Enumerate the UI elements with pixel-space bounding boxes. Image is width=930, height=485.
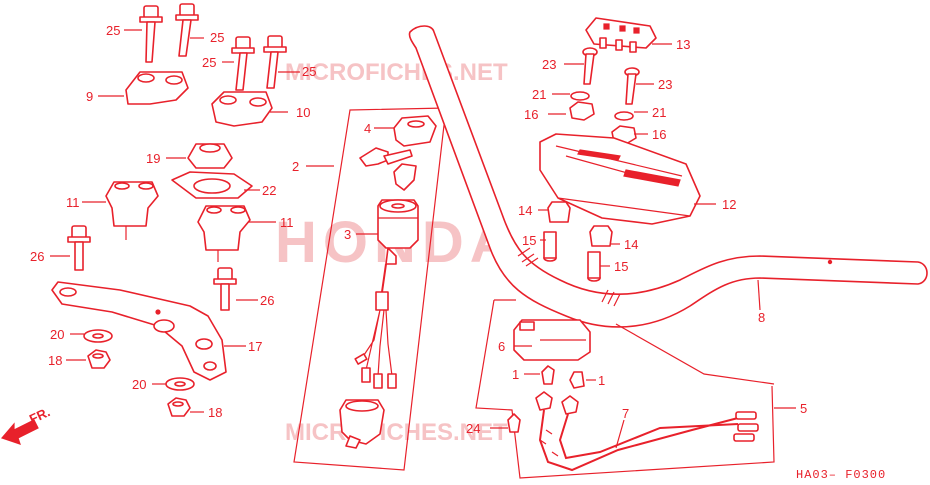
bolt-25-b xyxy=(175,3,199,57)
callout-18-b: 18 xyxy=(208,405,222,420)
callout-24: 24 xyxy=(466,421,480,436)
callout-18-a: 18 xyxy=(48,353,62,368)
callout-9: 9 xyxy=(86,89,93,104)
bolt-25-d xyxy=(263,35,287,89)
callout-11-a: 11 xyxy=(66,195,80,210)
wire-kit-outline-5 xyxy=(475,299,775,479)
front-arrow-icon xyxy=(0,419,39,445)
nut-18-b xyxy=(167,397,191,417)
washer-21-b xyxy=(614,111,634,121)
clamp-13 xyxy=(585,17,657,53)
nut-18-a xyxy=(87,349,111,369)
grommet-14-a xyxy=(547,201,571,223)
watermark-top: MICROFICHES.NET xyxy=(285,59,508,86)
callout-16-b: 16 xyxy=(652,127,666,142)
callout-10: 10 xyxy=(296,105,310,120)
callout-14-b: 14 xyxy=(624,237,638,252)
callout-1-a: 1 xyxy=(512,367,519,382)
callout-11-b: 11 xyxy=(280,215,294,230)
watermark-bottom: MICROFICHES.NET xyxy=(285,419,508,446)
callout-25-d: 25 xyxy=(302,64,316,79)
washer-20-b xyxy=(165,377,195,391)
relay-6 xyxy=(513,319,591,361)
callout-25-a: 25 xyxy=(106,23,120,38)
handlebar-8 xyxy=(408,25,928,328)
callout-21-b: 21 xyxy=(652,105,666,120)
callout-23-a: 23 xyxy=(542,57,556,72)
socket-harness-7 xyxy=(535,391,759,472)
collar-15-b xyxy=(587,251,601,282)
callout-1-b: 1 xyxy=(598,373,605,388)
ignition-kit-outline-2 xyxy=(293,107,447,471)
callout-6: 6 xyxy=(498,339,505,354)
lower-holder-11-b xyxy=(197,205,251,262)
handlebar-bracket-17 xyxy=(51,281,227,381)
washer-20-a xyxy=(83,329,113,343)
callout-15-b: 15 xyxy=(614,259,628,274)
callout-14-a: 14 xyxy=(518,203,532,218)
nut-16-a xyxy=(569,101,595,121)
callout-19: 19 xyxy=(146,151,160,166)
instrument-housing-12 xyxy=(539,133,701,225)
callout-21-a: 21 xyxy=(532,87,546,102)
callout-17: 17 xyxy=(248,339,262,354)
grommet-14-b xyxy=(589,225,613,247)
front-marker-label: FR. xyxy=(27,404,52,426)
plate-22 xyxy=(171,171,253,199)
upper-holder-9 xyxy=(125,71,189,105)
callout-15-a: 15 xyxy=(522,233,536,248)
bolt-25-a xyxy=(139,5,163,63)
washer-21-a xyxy=(570,91,590,101)
callout-26-b: 26 xyxy=(260,293,274,308)
screw-24 xyxy=(507,413,521,433)
callout-4: 4 xyxy=(364,121,371,136)
key-icon xyxy=(359,147,417,191)
callout-20-b: 20 xyxy=(132,377,146,392)
callout-2: 2 xyxy=(292,159,299,174)
bolt-26-b xyxy=(213,267,237,311)
lower-holder-11-a xyxy=(105,181,159,240)
callout-16-a: 16 xyxy=(524,107,538,122)
bolt-23-b xyxy=(624,67,640,105)
leader-lines xyxy=(50,29,796,449)
collar-15-a xyxy=(543,231,557,262)
upper-holder-10 xyxy=(211,91,273,127)
bolt-23-a xyxy=(582,47,598,85)
callout-7: 7 xyxy=(622,406,629,421)
callout-23-b: 23 xyxy=(658,77,672,92)
bolt-25-c xyxy=(231,36,255,91)
bulb-1-b xyxy=(569,371,585,389)
bolt-26-a xyxy=(67,225,91,271)
callout-5: 5 xyxy=(800,401,807,416)
key-cover-4 xyxy=(393,115,437,147)
callout-12: 12 xyxy=(722,197,736,212)
callout-25-b: 25 xyxy=(210,30,224,45)
callout-25-c: 25 xyxy=(202,55,216,70)
callout-13: 13 xyxy=(676,37,690,52)
callout-8: 8 xyxy=(758,310,765,325)
bulb-1-a xyxy=(541,365,555,385)
cap-19 xyxy=(187,143,233,169)
ignition-switch-3 xyxy=(354,199,419,389)
callout-22: 22 xyxy=(262,183,276,198)
callout-20-a: 20 xyxy=(50,327,64,342)
diagram-code: HA03– F0300 xyxy=(796,468,886,482)
callout-3: 3 xyxy=(344,227,351,242)
callout-26-a: 26 xyxy=(30,249,44,264)
switch-housing-bottom xyxy=(339,399,385,449)
